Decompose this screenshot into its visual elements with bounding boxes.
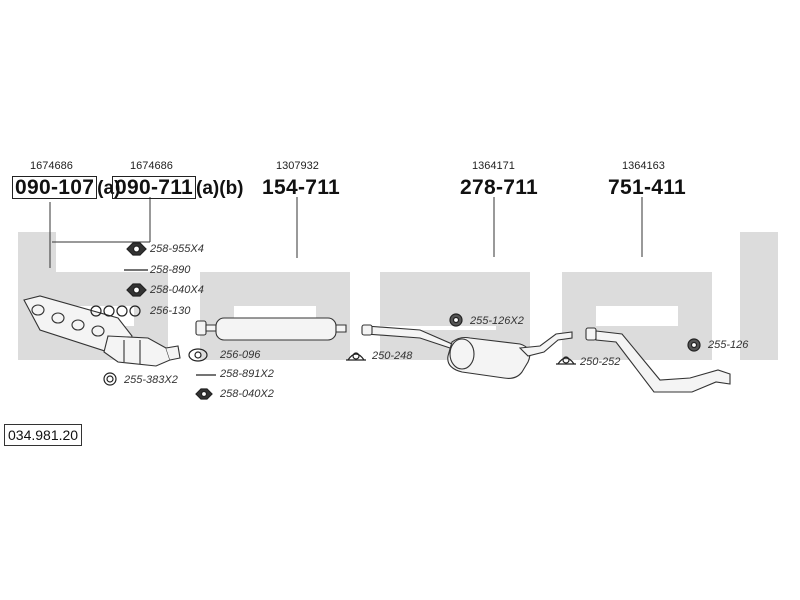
accessory-label[interactable]: 258-040X4 <box>150 284 204 296</box>
tailpipe-part <box>585 327 731 393</box>
part-number-4[interactable]: 278-711 <box>460 176 539 199</box>
accessory-label[interactable]: 258-955X4 <box>150 243 204 255</box>
part-number-3[interactable]: 154-711 <box>262 176 341 199</box>
rubber-mount-icon <box>449 313 463 327</box>
front-silencer-part <box>195 317 347 341</box>
flange-gasket-icon <box>188 348 208 362</box>
part-label-1[interactable]: 090-107(a) <box>12 176 120 200</box>
gasket-set-icon <box>90 305 141 317</box>
clamp-icon <box>556 356 576 365</box>
accessory-label[interactable]: 255-126 <box>708 339 749 351</box>
hex-nut-icon <box>195 388 213 400</box>
accessory-label[interactable]: 250-248 <box>372 350 413 362</box>
ring-gasket-icon <box>103 372 117 386</box>
oem-number-5: 1364163 <box>622 160 665 172</box>
part-number-2[interactable]: 090-711 <box>112 176 197 199</box>
part-suffix-2: (a)(b) <box>196 178 244 199</box>
accessory-label[interactable]: 256-096 <box>220 349 261 361</box>
oem-number-4: 1364171 <box>472 160 515 172</box>
accessory-label[interactable]: 258-891X2 <box>220 368 274 380</box>
clamp-icon <box>346 352 366 361</box>
accessory-label[interactable]: 255-126X2 <box>470 315 524 327</box>
part-label-2[interactable]: 090-711(a)(b) <box>112 176 244 200</box>
set-number-box: 034.981.20 <box>4 424 83 446</box>
oem-number-2: 1674686 <box>130 160 173 172</box>
part-number-5[interactable]: 751-411 <box>608 176 687 199</box>
oem-number-3: 1307932 <box>276 160 319 172</box>
hex-nut-icon <box>126 242 147 256</box>
accessory-label[interactable]: 258-890 <box>150 264 191 276</box>
rubber-mount-icon <box>687 338 701 352</box>
part-number-1[interactable]: 090-107 <box>12 176 98 199</box>
manifold-catalyst-part <box>23 295 181 367</box>
hex-nut-icon <box>126 283 147 297</box>
oem-number-1: 1674686 <box>30 160 73 172</box>
middle-silencer-part <box>361 324 573 379</box>
accessory-label[interactable]: 250-252 <box>580 356 621 368</box>
accessory-label[interactable]: 258-040X2 <box>220 388 274 400</box>
accessory-label[interactable]: 255-383X2 <box>124 374 178 386</box>
accessory-label[interactable]: 256-130 <box>150 305 191 317</box>
part-suffix-1: (a) <box>97 178 121 199</box>
